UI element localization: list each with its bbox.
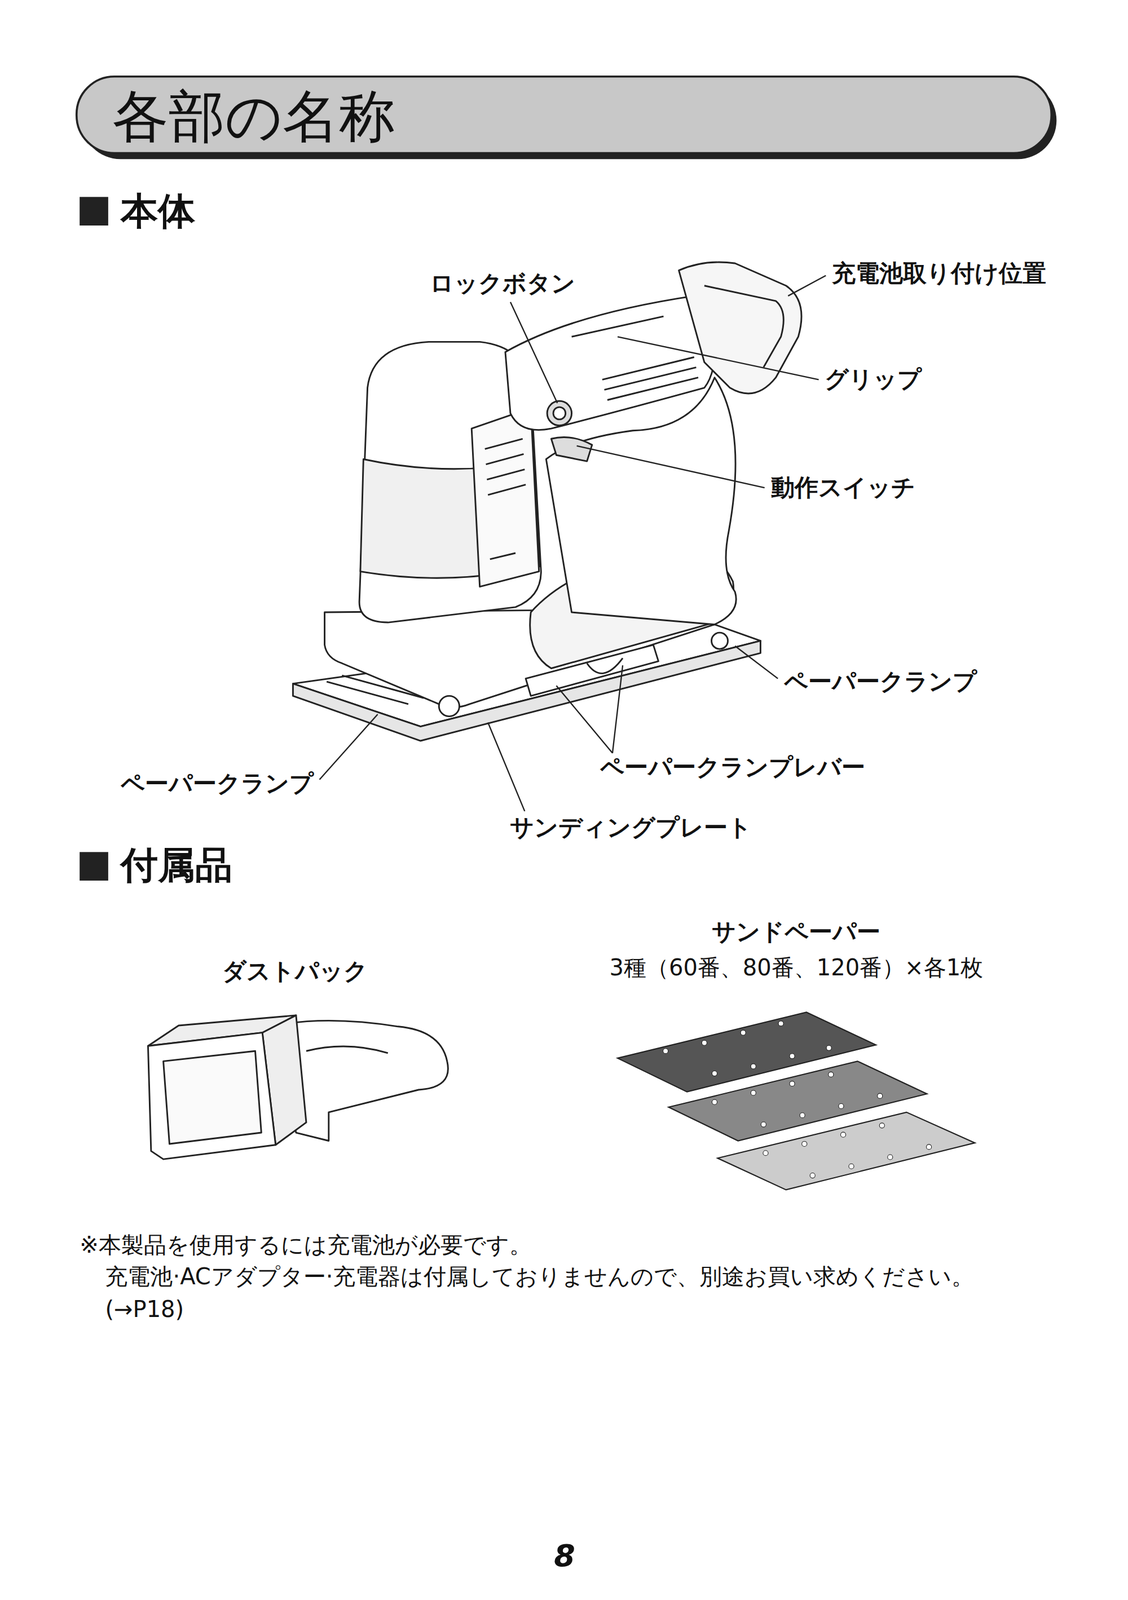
hole (711, 1099, 717, 1105)
bag-fold (306, 1046, 389, 1054)
hole (838, 1103, 844, 1109)
part-name: 充電池取り付け位置 (831, 260, 1047, 288)
part-name: ペーパークランプ (783, 668, 977, 696)
grip-texture (571, 316, 699, 400)
heading-square (79, 196, 109, 226)
battery-mount-inner (704, 285, 784, 368)
battery-mount (679, 262, 802, 394)
section-heading: 本体 (120, 190, 196, 233)
hole (740, 1030, 746, 1036)
hole (789, 1054, 795, 1060)
sand-papers (617, 1012, 975, 1191)
hole (750, 1064, 756, 1070)
accessory-name: ダストパック (222, 958, 368, 986)
leader (510, 302, 558, 404)
dust-pack (147, 1015, 448, 1160)
leader (319, 714, 378, 781)
hole (750, 1090, 756, 1096)
page-number: 8 (553, 1539, 576, 1575)
paper (717, 1112, 975, 1191)
accessory-name: サンドペーパー (711, 918, 881, 946)
hole (848, 1164, 854, 1170)
hole (802, 1141, 808, 1147)
band (76, 76, 1052, 154)
frame-front (147, 1033, 276, 1160)
hole (701, 1040, 707, 1046)
lock-button (547, 401, 572, 426)
page-title: 各部の名称 (112, 84, 396, 149)
leader (787, 275, 826, 297)
part-name: 動作スイッチ (770, 474, 916, 502)
hole (879, 1123, 885, 1129)
hole (778, 1021, 784, 1027)
vents (485, 438, 526, 560)
hole (799, 1113, 805, 1119)
hole (711, 1071, 717, 1077)
section-heading: 付属品 (120, 844, 233, 888)
note-text: 充電池·ACアダプター·充電器は付属しておりませんので、別途お買い求めください。 (104, 1263, 975, 1290)
leader (576, 446, 765, 488)
lock-button-core (553, 407, 566, 420)
handle (505, 296, 717, 431)
trigger (551, 437, 592, 462)
note-text: (→P18) (104, 1296, 184, 1323)
hole (789, 1081, 795, 1087)
note-text: ※本製品を使用するには充電池が必要です。 (79, 1232, 532, 1259)
part-name: サンディングプレート (509, 814, 752, 842)
hole (887, 1155, 893, 1161)
clamp-roller (438, 695, 460, 717)
part-name: ペーパークランプ (120, 770, 314, 798)
hole (877, 1093, 883, 1099)
clamp-lever (525, 645, 659, 696)
hole (926, 1144, 932, 1150)
part-name: グリップ (824, 366, 922, 394)
leader (556, 665, 623, 754)
hole (763, 1151, 769, 1157)
side-panel (471, 408, 539, 588)
frame-opening (163, 1051, 262, 1145)
part-name: ペーパークランプレバー (600, 754, 866, 782)
accessory-note: 3種（60番、80番、120番）×各1枚 (609, 954, 984, 981)
paper-holes (663, 1021, 932, 1179)
leader (734, 646, 778, 680)
hole (760, 1122, 766, 1128)
hole (663, 1049, 669, 1055)
clamp-roller (711, 632, 729, 650)
leader-lines (319, 275, 827, 812)
hole (840, 1132, 846, 1138)
part-name: ロックボタン (429, 270, 576, 298)
title-band (76, 76, 1057, 160)
leader (487, 722, 525, 812)
heading-square (79, 852, 109, 881)
clamp-lever-grip (587, 658, 623, 674)
leader (617, 336, 819, 380)
hole (826, 1045, 832, 1051)
sander-illustration (292, 262, 802, 742)
hole (828, 1072, 834, 1078)
hole (809, 1173, 815, 1179)
